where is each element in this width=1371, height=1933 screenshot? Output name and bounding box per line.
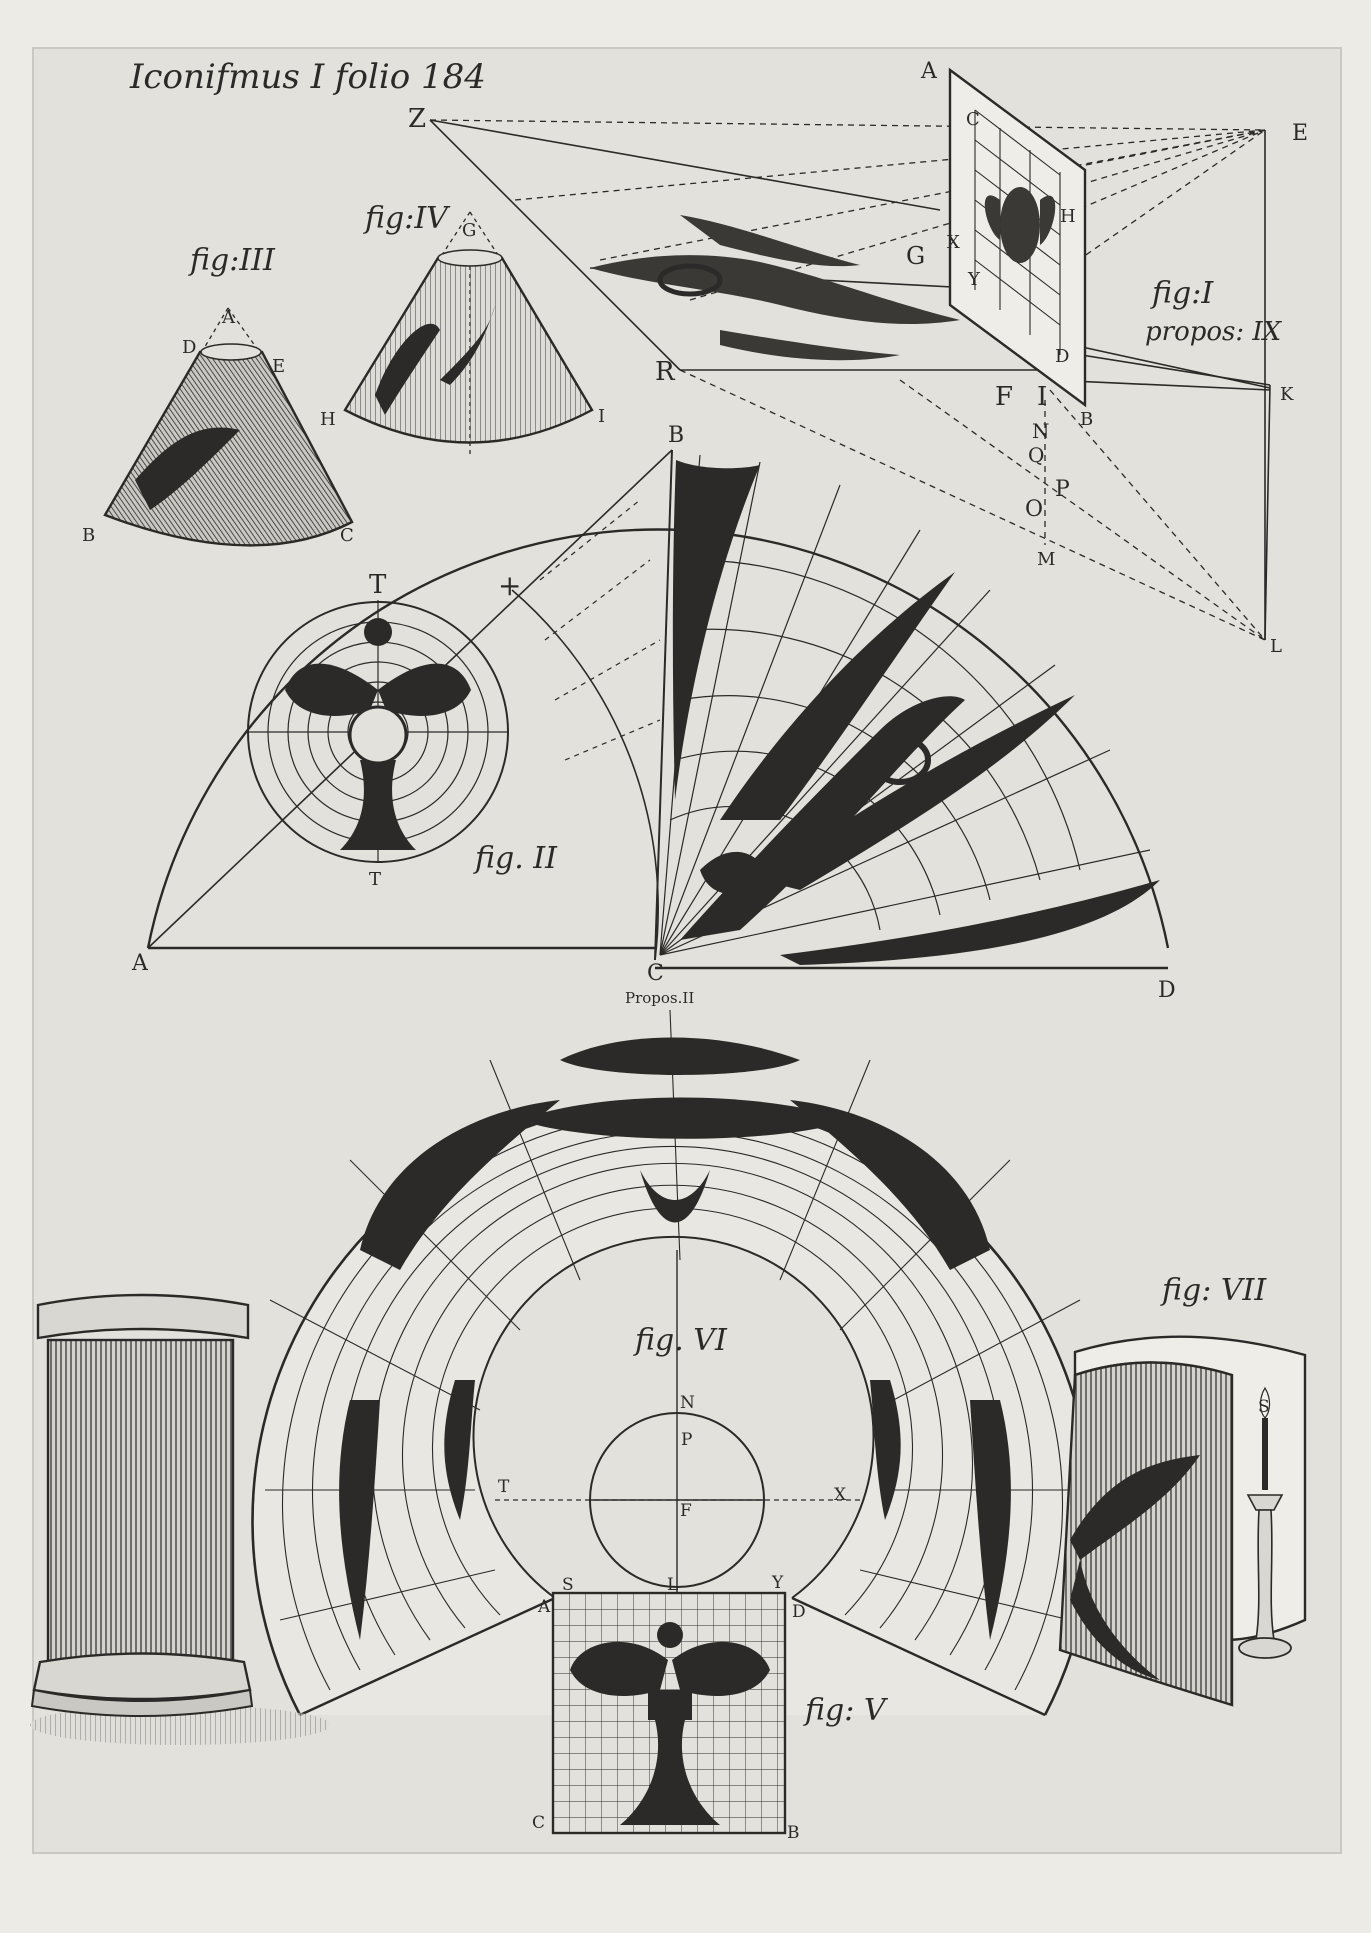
fig3-point-d: D — [182, 337, 196, 358]
fig1-point-g: G — [906, 242, 925, 270]
fig1-perspective-construction: A Z E C H G X Y R F I D B K N Q P O M L … — [408, 59, 1308, 657]
fig1-point-b: B — [1080, 409, 1093, 430]
fig5-point-a: A — [537, 1597, 551, 1617]
fig6-point-n: N — [680, 1393, 695, 1413]
fig1-point-e: E — [1292, 121, 1308, 146]
fig4-point-h: H — [320, 409, 336, 430]
fig1-point-p: P — [1055, 477, 1070, 502]
fig1-point-k: K — [1280, 384, 1294, 405]
cylinder-mirror — [30, 1293, 330, 1745]
fig2-caption: fig. II — [473, 841, 558, 876]
fig5-point-s: S — [562, 1575, 574, 1595]
fig1-point-a: A — [920, 59, 938, 84]
fig3-point-b: B — [82, 525, 95, 546]
fig7-caption: fig: VII — [1160, 1273, 1267, 1308]
fig6-point-x: X — [834, 1485, 847, 1505]
fig5-point-y: Y — [771, 1573, 784, 1593]
fig1-point-h: H — [1060, 206, 1076, 227]
fig2-point-c: C — [647, 961, 664, 986]
fig6-point-p: P — [681, 1430, 692, 1450]
fig3-point-e: E — [272, 356, 285, 377]
fig5-point-c: C — [532, 1813, 545, 1833]
fig4-point-g: G — [462, 220, 476, 241]
fig1-point-z: Z — [408, 104, 426, 134]
fig1-point-d: D — [1055, 346, 1069, 367]
fig6-caption: fig. VI — [633, 1323, 728, 1358]
fig1-subcaption: propos: IX — [1145, 317, 1283, 347]
fig6-point-t: T — [498, 1477, 510, 1497]
propos2-label: Propos.II — [625, 989, 694, 1007]
fig6-point-f: F — [680, 1501, 692, 1521]
fig1-point-x: X — [947, 232, 960, 253]
plate-title: Iconifmus I folio 184 — [129, 57, 486, 97]
fig2-semicircle-anamorphosis: A B C D T T + fig. II — [131, 423, 1176, 1003]
fig1-point-l: L — [1270, 636, 1282, 657]
fig7-curved-screen-candle: S fig: VII — [1058, 1273, 1307, 1707]
fig7-point-s: S — [1258, 1397, 1270, 1417]
fig2-point-d: D — [1158, 978, 1176, 1003]
fig3-point-c: C — [340, 525, 354, 546]
fig4-cone: G H I fig:IV — [320, 201, 605, 455]
fig2-point-t-top: T — [369, 570, 387, 600]
fig4-caption: fig:IV — [363, 201, 451, 236]
fig5-point-l: L — [667, 1575, 678, 1595]
fig1-point-i: I — [1037, 382, 1047, 412]
fig2-point-b: B — [668, 423, 684, 448]
fig1-point-y: Y — [967, 269, 981, 290]
fig3-caption: fig:III — [188, 243, 276, 278]
fig5-point-d: D — [792, 1602, 806, 1622]
fig6-annular-anamorphosis: N P F T X fig. VI Propos.II — [251, 989, 1094, 1717]
fig5-grid-square: A S L Y D C B fig: V — [532, 1573, 889, 1843]
fig1-point-f: F — [995, 382, 1013, 412]
fig1-point-n: N — [1032, 419, 1050, 443]
fig5-caption: fig: V — [803, 1693, 889, 1728]
fig1-point-m: M — [1037, 549, 1055, 570]
fig2-circular-grid — [247, 600, 509, 863]
fig1-point-c: C — [966, 109, 980, 130]
fig1-caption: fig:I — [1150, 276, 1214, 311]
fig4-point-i: I — [598, 406, 605, 427]
fig2-point-t-bottom: T — [369, 869, 381, 890]
fig3-point-a: A — [221, 307, 236, 328]
fig1-point-r: R — [655, 357, 676, 387]
fig2-point-a: A — [131, 951, 149, 976]
fig1-point-o: O — [1025, 497, 1043, 522]
fig3-cone: A D E B C fig:III — [82, 243, 354, 547]
fig5-point-b: B — [787, 1823, 800, 1843]
fig2-cross-mark: + — [498, 569, 521, 602]
fig1-point-q: Q — [1028, 443, 1044, 467]
